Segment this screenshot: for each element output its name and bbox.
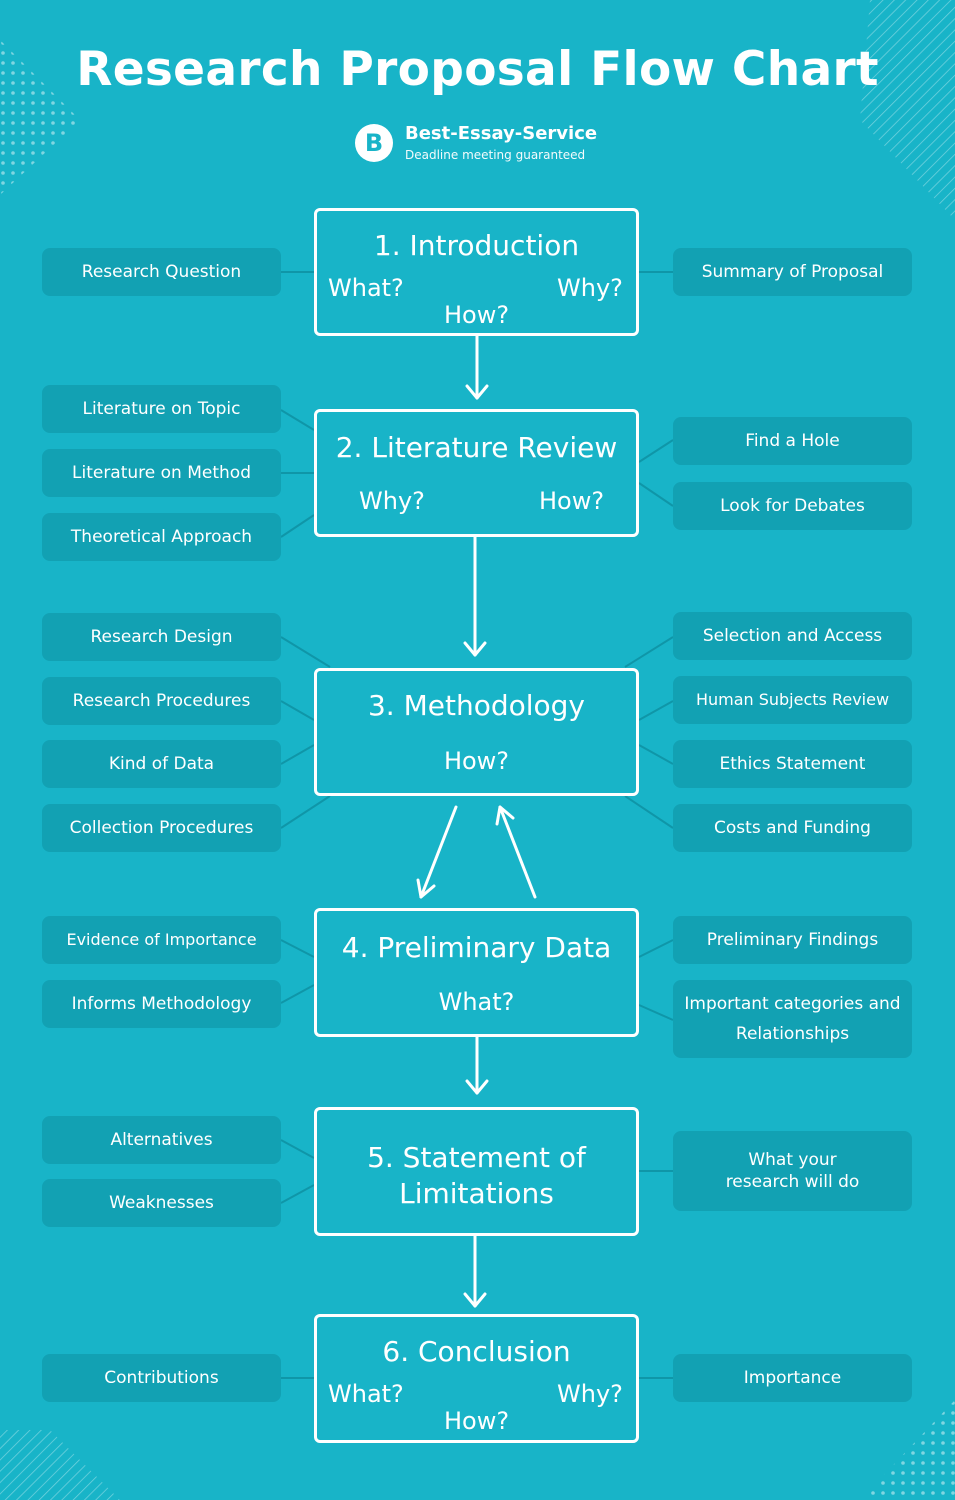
brand-tagline: Deadline meeting guaranteed: [405, 148, 586, 162]
stage-question: What?: [328, 274, 404, 302]
connector-weaknesses: [280, 1184, 315, 1204]
stage-literature-review: 2. Literature Review Why? How?: [314, 409, 639, 537]
stage-question: Why?: [359, 487, 425, 515]
connector-debates: [638, 482, 674, 507]
connector-costs: [624, 795, 674, 829]
brand-name: Best-Essay-Service: [405, 123, 598, 144]
arrow-down-4-to-5: [465, 1035, 489, 1095]
stage-title: 4. Preliminary Data: [341, 931, 612, 964]
stage-question: How?: [539, 487, 605, 515]
stage-conclusion: 6. Conclusion What? Why? How?: [314, 1314, 639, 1443]
right-item: What your research will do: [673, 1131, 912, 1211]
connector-theoretical-approach: [280, 514, 315, 538]
connector-alternatives: [280, 1139, 315, 1159]
right-item: Costs and Funding: [673, 804, 912, 852]
stage-question: How?: [444, 301, 510, 329]
right-item: Human Subjects Review: [673, 676, 912, 724]
connector-collection-procedures: [280, 795, 331, 829]
arrow-down-5-to-6: [463, 1234, 487, 1308]
left-item: Collection Procedures: [42, 804, 281, 852]
connector-informs-methodology: [280, 984, 315, 1004]
right-item: Important categories and Relationships: [673, 980, 912, 1058]
stage-introduction: 1. Introduction What? Why? How?: [314, 208, 639, 336]
arrow-up-4-to-3: [495, 805, 537, 899]
left-item: Research Procedures: [42, 677, 281, 725]
stage-title: 6. Conclusion: [382, 1335, 571, 1368]
connector-find-hole: [638, 439, 674, 463]
brand-mark-icon: B: [355, 124, 393, 162]
stage-statement-of-limitations: 5. Statement of Limitations: [314, 1107, 639, 1236]
stage-title: 2. Literature Review: [335, 431, 618, 464]
left-item: Weaknesses: [42, 1179, 281, 1227]
right-item: Summary of Proposal: [673, 248, 912, 296]
right-item: Ethics Statement: [673, 740, 912, 788]
brand-logo: B Best-Essay-Service Deadline meeting gu…: [355, 120, 615, 168]
left-item: Theoretical Approach: [42, 513, 281, 561]
stage-question: What?: [328, 1380, 404, 1408]
right-item: Importance: [673, 1354, 912, 1402]
stage-title: 3. Methodology: [367, 689, 585, 722]
right-item: Look for Debates: [673, 482, 912, 530]
stripe-pattern-top-right: [860, 0, 955, 220]
left-item: Research Question: [42, 248, 281, 296]
arrow-down-3-to-4: [416, 805, 458, 899]
connector-evidence: [280, 939, 315, 958]
stage-title: 5. Statement of Limitations: [367, 1141, 586, 1210]
left-item: Kind of Data: [42, 740, 281, 788]
stage-question: Why?: [557, 274, 623, 302]
right-item: Preliminary Findings: [673, 916, 912, 964]
connector-research-design: [280, 636, 331, 668]
stage-title: 1. Introduction: [373, 229, 580, 262]
right-item: Selection and Access: [673, 612, 912, 660]
arrow-down-1-to-2: [465, 334, 489, 400]
connector-human-subjects: [638, 700, 674, 721]
stage-question: What?: [438, 988, 515, 1016]
left-item: Evidence of Importance: [42, 916, 281, 964]
stage-methodology: 3. Methodology How?: [314, 668, 639, 796]
left-item: Literature on Topic: [42, 385, 281, 433]
connector-kind-of-data: [280, 744, 315, 765]
connector-research-procedures: [280, 700, 315, 721]
connector-literature-topic: [280, 409, 315, 431]
left-item: Contributions: [42, 1354, 281, 1402]
connector-selection-access: [624, 636, 674, 668]
left-item: Informs Methodology: [42, 980, 281, 1028]
dot-pattern-top-left: [0, 40, 80, 195]
page-title: Research Proposal Flow Chart: [76, 42, 879, 97]
arrow-down-2-to-3: [463, 535, 487, 657]
stage-question: How?: [444, 1407, 510, 1435]
connector-ethics: [638, 744, 674, 765]
left-item: Research Design: [42, 613, 281, 661]
dot-pattern-bottom-right: [860, 1400, 955, 1500]
stage-question: How?: [443, 747, 510, 775]
stripe-pattern-bottom-left: [0, 1430, 120, 1500]
stage-preliminary-data: 4. Preliminary Data What?: [314, 908, 639, 1037]
stage-question: Why?: [557, 1380, 623, 1408]
right-item: Find a Hole: [673, 417, 912, 465]
connector-preliminary-findings: [638, 939, 674, 958]
connector-categories: [638, 1004, 674, 1021]
left-item: Literature on Method: [42, 449, 281, 497]
left-item: Alternatives: [42, 1116, 281, 1164]
